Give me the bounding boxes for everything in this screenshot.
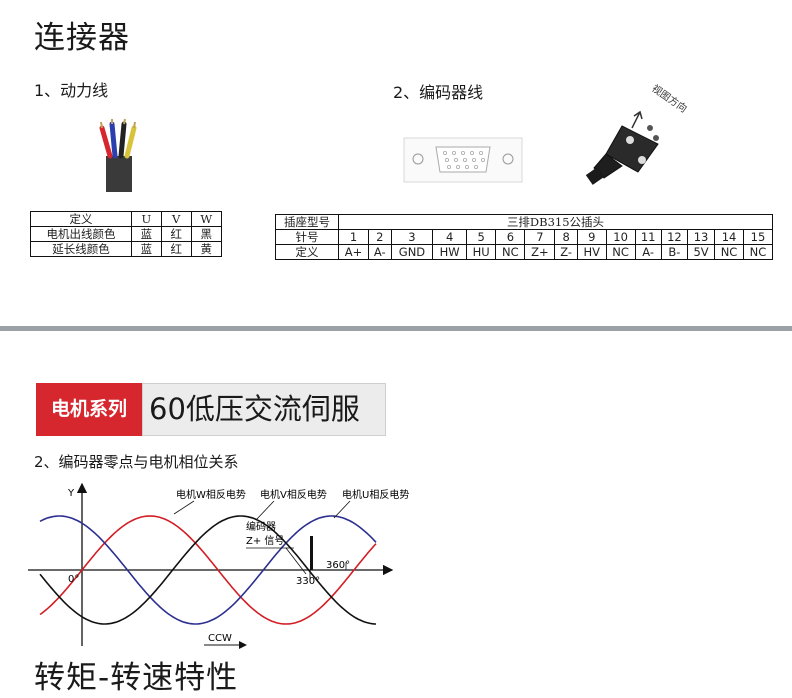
section-divider	[0, 326, 792, 331]
power-line-table: 定义 U V W 电机出线颜色 蓝 红 黑 延长线颜色 蓝 红 黄	[30, 211, 223, 257]
phase-u-label: 电机U相反电势	[342, 488, 409, 501]
deg-360-label: 360°	[326, 560, 350, 571]
table-row: 定义 U V W	[30, 211, 223, 227]
ccw-label: CCW	[208, 633, 232, 644]
y-axis-label: Y	[67, 488, 75, 499]
table-row: 延长线颜色 蓝 红 黄	[30, 241, 223, 257]
encoder-label: 编码器	[246, 520, 276, 533]
series-banner-red: 电机系列	[36, 383, 142, 436]
table-row: 插座型号 三排DB315公插头	[275, 214, 773, 230]
table-row: 电机出线颜色 蓝 红 黑	[30, 226, 223, 242]
phase-u-curve	[39, 515, 377, 625]
phase-w-label: 电机W相反电势	[176, 488, 246, 501]
page-title: 连接器	[34, 20, 130, 56]
z-signal-label: Z+ 信号	[246, 535, 284, 547]
table-row: 定义 A+ A- GND HW HU NC Z+ Z- HV NC A- B- …	[275, 244, 774, 260]
phase-v-curve	[39, 515, 377, 625]
encoder-line-heading: 2、编码器线	[393, 83, 484, 102]
deg-0-label: 0°	[68, 574, 79, 585]
phase-v-label: 电机V相反电势	[260, 488, 327, 501]
encoder-zero-heading: 2、编码器零点与电机相位关系	[34, 453, 239, 471]
z-pulse-mark	[310, 536, 313, 570]
series-banner-title: 60低压交流伺服	[142, 383, 386, 436]
phase-w-curve	[39, 515, 377, 625]
table-row: 针号 1 2 3 4 5 6 7 8 9 10 11 12 13 14 15	[275, 229, 774, 245]
encoder-pin-table: 插座型号 三排DB315公插头 针号 1 2 3 4 5 6 7 8 9 10 …	[275, 214, 774, 260]
db15-plug-image	[585, 110, 659, 185]
torque-speed-title: 转矩-转速特性	[34, 660, 239, 696]
deg-330-label: 330°	[296, 576, 320, 587]
power-cable-image	[99, 118, 137, 192]
db15-socket-image	[403, 137, 523, 183]
power-line-heading: 1、动力线	[34, 81, 109, 100]
phase-diagram: Y 电机W相反电势 电机V相反电势 电机U相反电势 编码器 Z+ 信号 0° 3…	[28, 482, 409, 649]
